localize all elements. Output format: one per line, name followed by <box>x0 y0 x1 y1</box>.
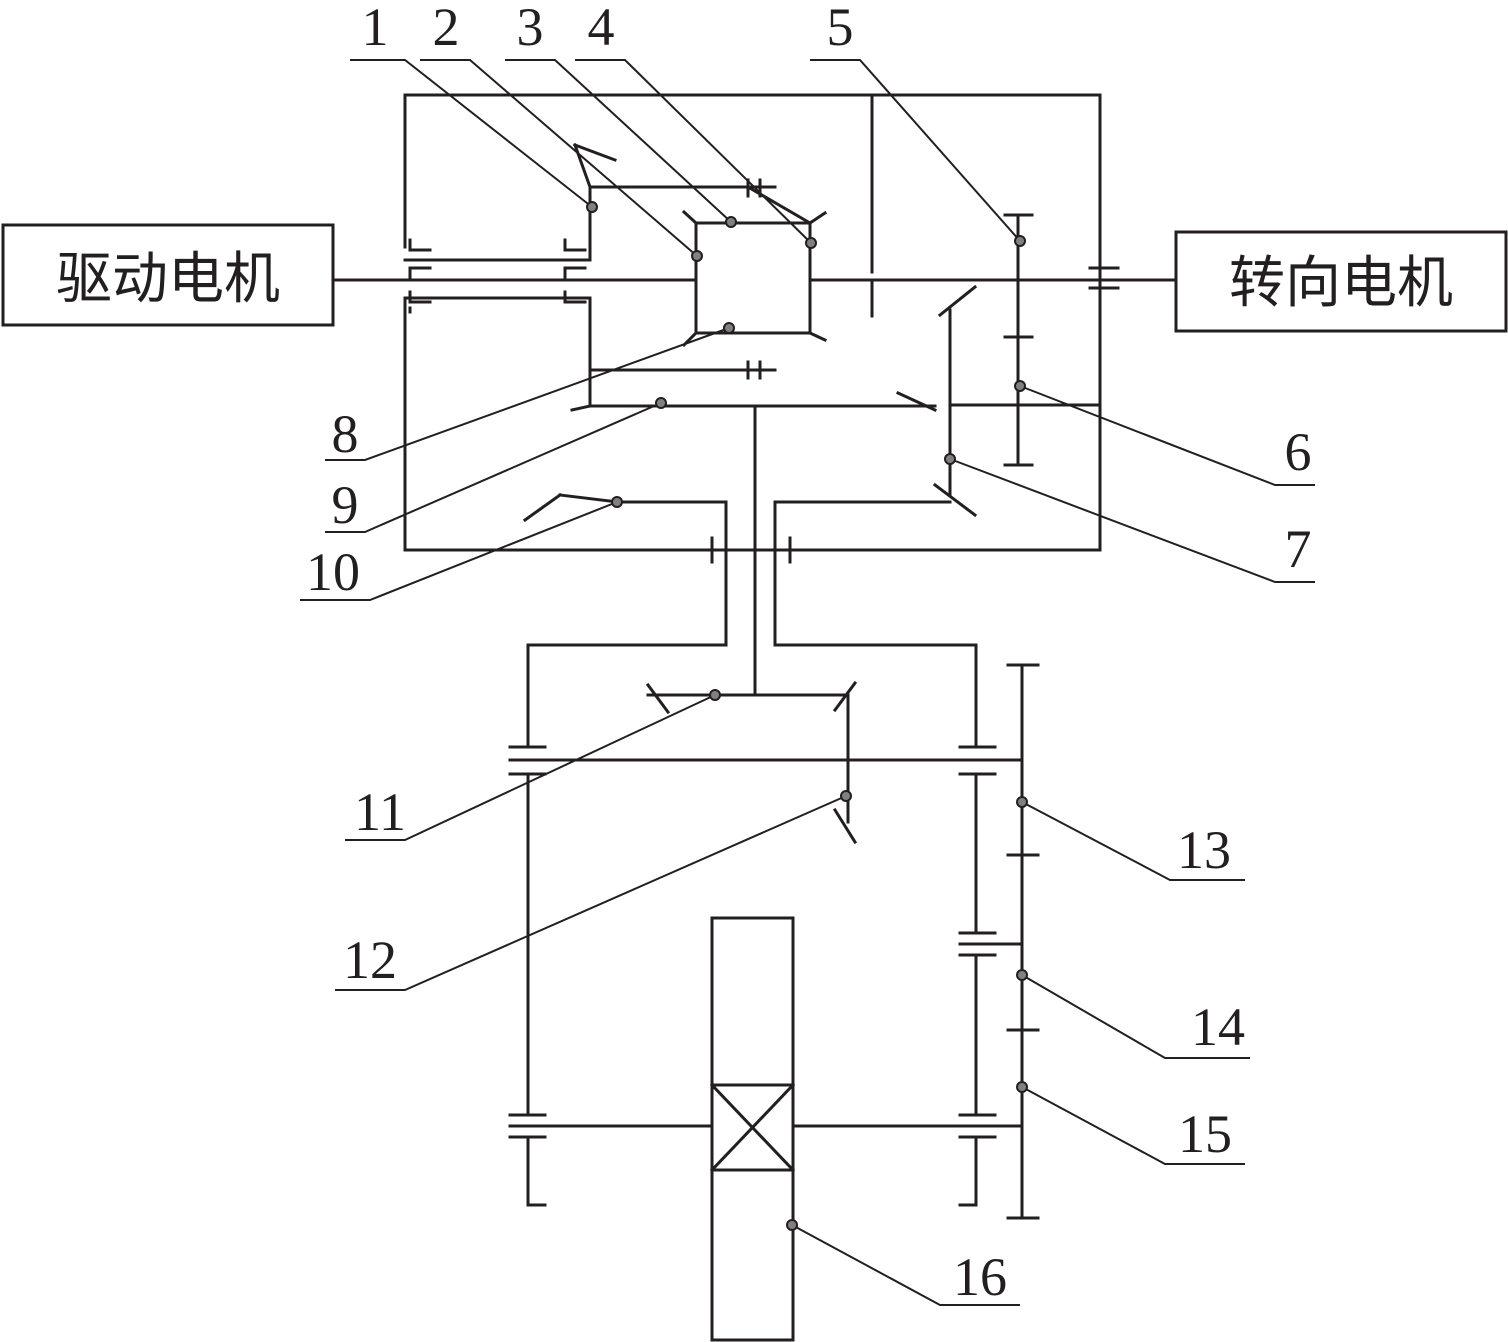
label-15: 15 <box>1178 1104 1232 1164</box>
label-4: 4 <box>588 0 615 57</box>
steering-motor-label: 转向电机 <box>1229 251 1453 316</box>
drive-motor-label: 驱动电机 <box>56 247 280 312</box>
label-13: 13 <box>1177 820 1231 880</box>
label-5: 5 <box>827 0 854 57</box>
steering-motor: 转向电机 <box>1174 230 1508 333</box>
planetary-set <box>573 143 828 380</box>
lower-shafts <box>522 492 978 747</box>
label-11: 11 <box>354 782 406 842</box>
label-10: 10 <box>306 542 360 602</box>
drive-motor: 驱动电机 <box>1 223 335 327</box>
callout-dots <box>586 201 1028 1231</box>
leader-lines <box>300 59 1315 1306</box>
label-8: 8 <box>332 404 359 464</box>
label-12: 12 <box>343 930 397 990</box>
label-16: 16 <box>953 1247 1007 1307</box>
label-14: 14 <box>1191 997 1245 1057</box>
wheel-module <box>508 663 1040 1342</box>
label-1: 1 <box>362 0 389 57</box>
label-6: 6 <box>1285 422 1312 482</box>
label-7: 7 <box>1285 519 1312 579</box>
label-3: 3 <box>517 0 544 57</box>
label-2: 2 <box>433 0 460 57</box>
steering-gears <box>570 93 1102 697</box>
upper-housing <box>403 93 1120 552</box>
callout-labels: 1 2 3 4 5 6 7 8 9 10 11 12 13 14 15 16 <box>306 0 1312 1307</box>
label-9: 9 <box>332 475 359 535</box>
